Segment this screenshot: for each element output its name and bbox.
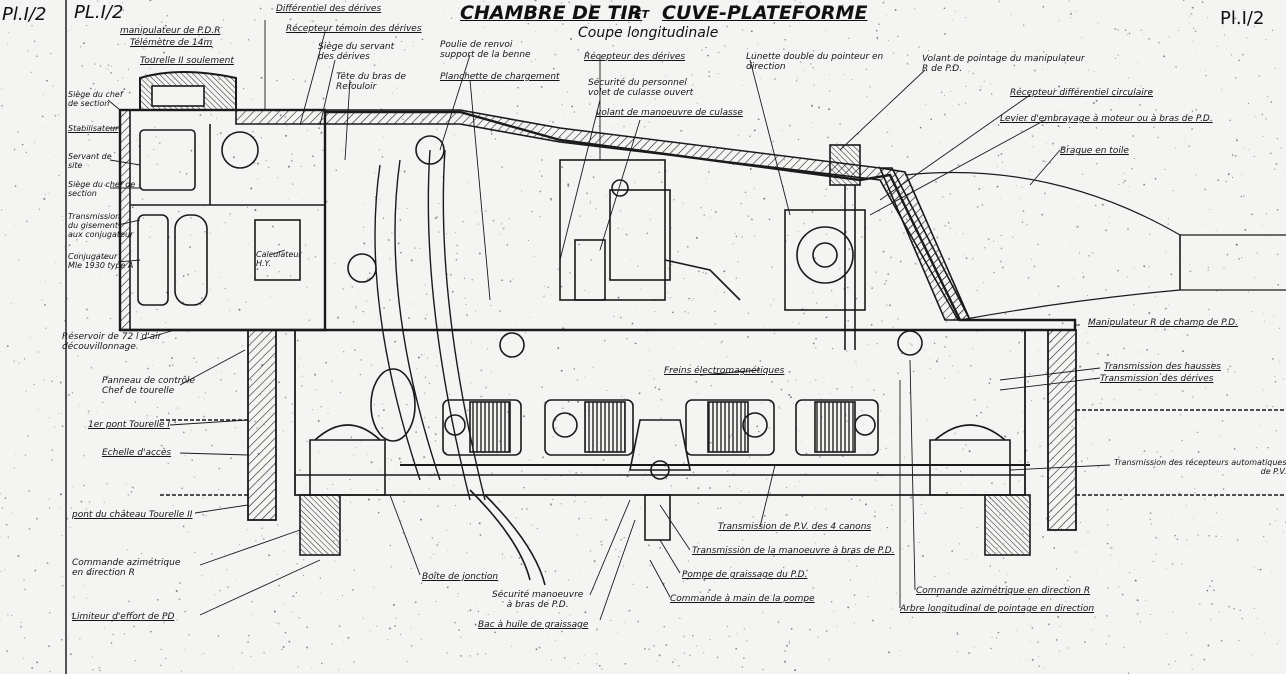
label-panneau: Panneau de contrôle Chef de tourelle <box>102 376 196 396</box>
label-arbre: Arbre longitudinal de pointage en direct… <box>900 604 1095 614</box>
label-planchette: Planchette de chargement <box>440 72 560 82</box>
label-transmission-gisement: Transmission du gisement aux conjugateur <box>68 212 134 239</box>
label-siege-servant: Siège du servant des dérives <box>318 42 395 62</box>
label-freins: Freins électromagnétiques <box>664 366 785 376</box>
label-manipulateur-pd: manipulateur de P.D.R <box>120 26 221 36</box>
label-differentiel: Différentiel des dérives <box>276 4 382 14</box>
label-tete-refouloir: Tête du bras de Refouloir <box>336 72 406 92</box>
label-securite-manoeuvre: Sécurité manoeuvre à bras de P.D. <box>492 590 584 610</box>
label-boite: Boîte de jonction <box>422 572 499 582</box>
label-servant-site: Servant de site <box>68 152 112 170</box>
label-recepteur-derives: Récepteur des dérives <box>584 52 686 62</box>
title-main-a: CHAMBRE DE TIR <box>460 2 643 24</box>
label-pont-tourelle: 1er pont Tourelle I <box>88 420 171 430</box>
label-telemetre: Télémètre de 14m <box>130 38 213 48</box>
label-transmission-pv: Transmission de P.V. des 4 canons <box>718 522 872 532</box>
title-et: ET <box>634 8 650 21</box>
label-echelle: Echelle d'accès <box>102 448 172 458</box>
label-transmission-hausses: Transmission des hausses <box>1104 362 1221 372</box>
label-recepteur-circulaire: Récepteur différentiel circulaire <box>1010 88 1153 98</box>
label-commande-main: Commande à main de la pompe <box>670 594 815 604</box>
label-securite-personnel: Sécurité du personnel volet de culasse o… <box>588 78 694 98</box>
label-siege-chef-section: Siège du chef de section <box>68 90 123 108</box>
label-brague: Brague en toile <box>1060 146 1129 156</box>
label-pont-chateau: pont du château Tourelle II <box>72 510 193 520</box>
label-commande-azimetrique-r: Commande azimétrique en direction R <box>916 586 1091 596</box>
sheet-ref-right: Pl.I/2 <box>1220 8 1265 29</box>
label-stabilisateur: Stabilisateur <box>68 124 119 133</box>
label-reservoir: Réservoir de 72 l d'air découvillonnage <box>62 332 162 352</box>
subtitle: Coupe longitudinale <box>578 25 719 41</box>
title-main-b: CUVE-PLATEFORME <box>662 2 868 24</box>
motor-group <box>442 399 879 456</box>
label-bac: Bac à huile de graissage <box>478 620 589 630</box>
leader-lines <box>107 20 1111 621</box>
label-levier-embrayage: Levier d'embrayage à moteur ou à bras de… <box>1000 114 1213 124</box>
turret-outline <box>118 71 1286 586</box>
label-manipulateur-champ: Manipulateur R de champ de P.D. <box>1088 318 1238 328</box>
label-limiteur: Limiteur d'effort de PD <box>72 612 175 622</box>
label-calculateur: Calculateur H.Y. <box>256 250 302 268</box>
label-tourelle-ii: Tourelle II soulement <box>140 56 234 66</box>
label-conjugateur: Conjugateur Mle 1930 type A <box>68 252 134 270</box>
sheet-ref-left: Pl.I/2 <box>2 4 47 25</box>
label-recepteur-temoin: Récepteur témoin des dérives <box>286 24 422 34</box>
label-transmission-manoeuvre: Transmission de la manoeuvre à bras de P… <box>692 546 895 556</box>
label-commande-azimetrique-a: Commande azimétrique en direction R <box>72 558 181 578</box>
label-volant-pointage: Volant de pointage du manipulateur R de … <box>922 54 1085 74</box>
label-poulie: Poulie de renvoi support de la benne <box>440 40 531 60</box>
sheet-ref-left-2: PL.I/2 <box>74 2 124 23</box>
label-siege-chef-section-2: Siège du chef de section <box>68 180 136 198</box>
label-lunette: Lunette double du pointeur en direction <box>746 52 884 72</box>
label-pompe: Pompe de graissage du P.D. <box>682 570 808 580</box>
label-volant-manoeuvre: volant de manoeuvre de culasse <box>596 108 743 118</box>
label-transmission-recepteurs: Transmission des récepteurs automatiques… <box>1114 458 1286 476</box>
label-transmission-derives: Transmission des dérives <box>1100 374 1214 384</box>
